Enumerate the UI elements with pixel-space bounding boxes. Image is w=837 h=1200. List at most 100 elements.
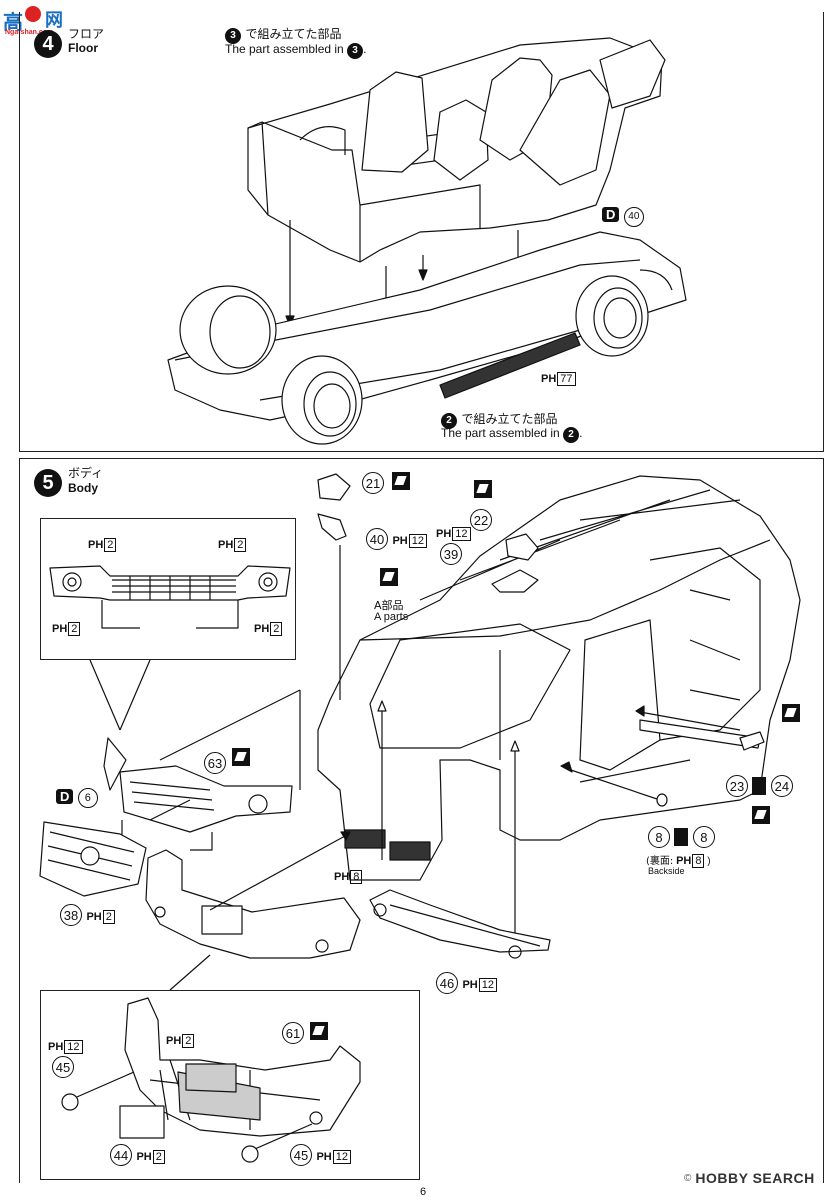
- glue-icon-3: [232, 748, 250, 766]
- ref2-en-line: The part assembled in 2.: [441, 426, 582, 443]
- ref3-en: The part assembled in: [225, 42, 344, 56]
- part-38-badge: 38: [60, 904, 82, 926]
- part-d-tag: D: [602, 207, 620, 222]
- watermark-glyph: 高: [3, 10, 23, 34]
- paint-ph-11: PH: [48, 1041, 64, 1053]
- a-parts-jp: A部品: [374, 599, 404, 612]
- ref2-jp: で組み立てた部品: [461, 412, 558, 426]
- step5-number: 5: [34, 469, 62, 497]
- callout-8-8: 8 8: [648, 826, 715, 848]
- ref2-en-end: .: [579, 426, 583, 440]
- paint-2-3: 2: [68, 622, 81, 636]
- ref3-en-end: .: [363, 42, 367, 56]
- backside-jp: (裏面:: [646, 856, 674, 867]
- part-8a-badge: 8: [648, 826, 670, 848]
- paint-2-6: 2: [182, 1034, 195, 1048]
- paint-ph-7: PH: [86, 910, 102, 923]
- paint-ph-12: PH: [166, 1035, 182, 1047]
- paint-12-5: 12: [332, 1149, 351, 1164]
- part-46-badge: 46: [436, 972, 458, 994]
- watermark-glyph-3: 网: [45, 10, 63, 31]
- paint-ph-4: PH: [218, 539, 234, 551]
- callout-45a: 45: [52, 1056, 74, 1078]
- paint-2-7: 2: [152, 1149, 165, 1164]
- ref3-badge-en: 3: [347, 42, 364, 59]
- paint-ph-14: PH: [316, 1150, 332, 1163]
- step4-number: 4: [34, 30, 62, 58]
- paint-ph-2: PH: [436, 528, 452, 540]
- part-22-badge: 22: [470, 509, 492, 531]
- step4-title-en: Floor: [68, 41, 98, 55]
- watermark-glyph-2: [25, 6, 41, 22]
- paint-ph-13: PH: [136, 1150, 152, 1163]
- backside-end: ): [707, 856, 711, 867]
- part-61-badge: 61: [282, 1022, 304, 1044]
- ref3-callout: 3 で組み立てた部品: [225, 25, 341, 44]
- part-63-badge: 63: [204, 752, 226, 774]
- step5-title-en: Body: [68, 481, 98, 495]
- part-45a-badge: 45: [52, 1056, 74, 1078]
- paint-ph: PH: [392, 534, 408, 547]
- callout-d6: D 6: [56, 788, 98, 808]
- paint-ph-8: PH: [334, 871, 350, 883]
- part-23-badge: 23: [726, 775, 748, 797]
- ref3-badge: 3: [225, 27, 241, 44]
- callout-21: 21: [362, 472, 384, 494]
- paint-12-4: 12: [64, 1040, 83, 1054]
- part-44-badge: 44: [110, 1144, 132, 1166]
- cement-icon-2: [310, 1022, 328, 1040]
- bumper-inset-box: [40, 990, 420, 1180]
- paint-2-4: 2: [270, 622, 283, 636]
- watermark-logo: 高 网 Nga-shan.com: [3, 6, 67, 38]
- paint-ph-9: PH: [462, 978, 478, 991]
- ref2-badge: 2: [441, 412, 457, 429]
- a-parts-en: A parts: [374, 611, 409, 623]
- paint-ph-10: PH: [676, 855, 692, 867]
- ref2-badge-en: 2: [563, 426, 580, 443]
- part-45b-badge: 45: [290, 1144, 312, 1166]
- part-39-badge: 39: [440, 543, 462, 565]
- paint-12-3: 12: [478, 977, 497, 992]
- glue-icon-5: [752, 806, 770, 824]
- callout-22: 22: [470, 509, 492, 531]
- part-21-badge: 21: [362, 472, 384, 494]
- ref3-en-line: The part assembled in 3.: [225, 42, 366, 59]
- paint-12: 12: [408, 533, 427, 548]
- backside-en: Backside: [648, 866, 685, 876]
- paint-12-2: 12: [452, 527, 471, 541]
- paint-2: 2: [104, 538, 117, 552]
- ref3-jp: で組み立てた部品: [245, 27, 342, 41]
- paint-ph-label: PH: [541, 373, 557, 385]
- brand-text: HOBBY SEARCH: [695, 1170, 815, 1186]
- part-d40: D 40: [602, 206, 644, 227]
- grille-inset-box: [40, 518, 296, 660]
- part-40-badge: 40: [366, 528, 388, 550]
- callout-39: 39: [440, 543, 462, 565]
- step5-panel: [19, 458, 824, 1183]
- paint-2-2: 2: [234, 538, 247, 552]
- watermark-text: Nga-shan.com: [5, 29, 54, 36]
- bowtie-icon: [752, 777, 767, 796]
- glue-icon-4: [782, 704, 800, 722]
- glue-icon: [392, 472, 410, 490]
- step5-title-jp: ボディ: [68, 466, 104, 480]
- paint-77: 77: [557, 372, 576, 386]
- step4-panel: [19, 12, 824, 452]
- paint-ph-5: PH: [52, 623, 68, 635]
- part-40-badge: 40: [623, 206, 644, 227]
- step4-title-jp: フロア: [68, 27, 105, 41]
- paint-2-5: 2: [102, 909, 115, 924]
